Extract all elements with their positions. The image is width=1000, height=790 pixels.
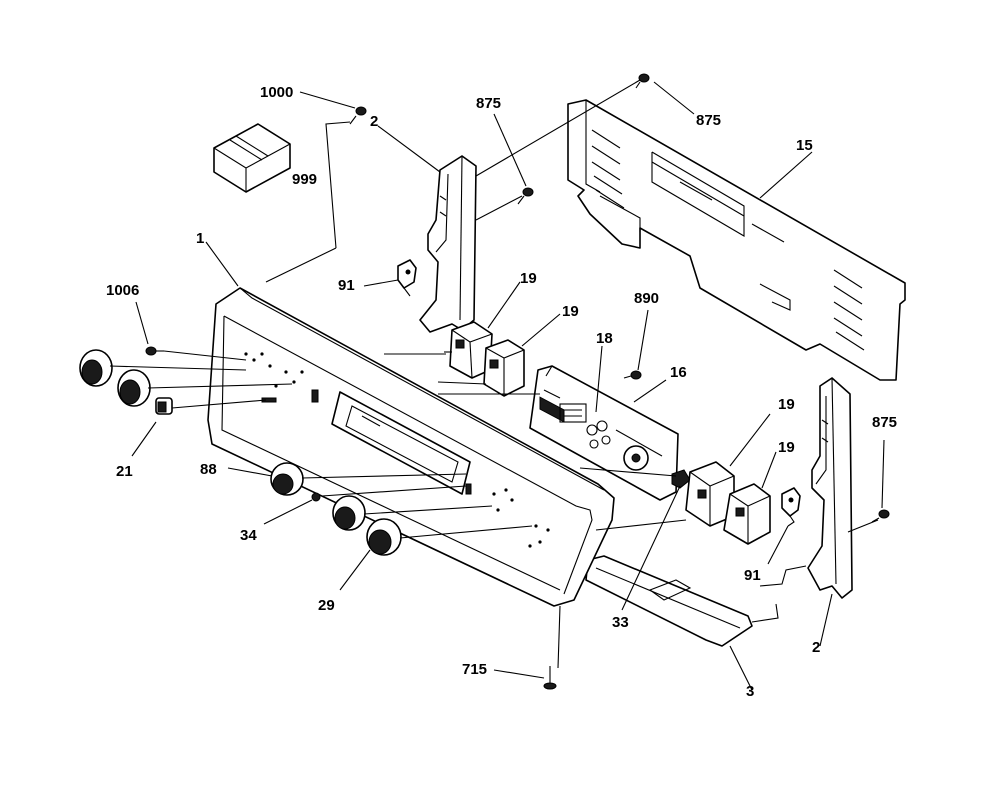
part-19-switch-b: [483, 339, 525, 397]
label-715: 715: [462, 661, 487, 678]
label-875-top: 875: [696, 112, 721, 129]
console-dial-markings-right: [465, 483, 550, 548]
label-21: 21: [116, 463, 133, 480]
assembly-leader-lines: [109, 79, 885, 691]
part-875-screw-top: [635, 73, 650, 89]
rear-panel-vents-left: [591, 129, 625, 209]
part-875-screw-middle: [517, 187, 534, 205]
part-3-bottom-trim: [585, 555, 753, 647]
label-19-c: 19: [778, 396, 795, 413]
part-890-screw: [623, 370, 642, 380]
label-2-right: 2: [812, 639, 820, 656]
knob-lower-middle: [332, 495, 366, 531]
label-34: 34: [240, 527, 257, 544]
label-33: 33: [612, 614, 629, 631]
part-number-labels: 1000 999 2 875 875 15 1 91 1006 19 19 89…: [106, 84, 897, 700]
part-19-switch-d: [723, 483, 771, 545]
part-1-console-panel: [207, 287, 615, 607]
part-715-screw: [543, 666, 557, 690]
part-1000-screw: [349, 106, 367, 125]
control-board-display: [559, 403, 587, 423]
part-999-box: [213, 123, 291, 193]
label-1: 1: [196, 230, 204, 247]
label-19-a: 19: [520, 270, 537, 287]
knob-upper-left: [79, 349, 113, 387]
part-2-end-bracket-right: [807, 377, 853, 599]
label-29: 29: [318, 597, 335, 614]
part-91-clip-left: [397, 259, 417, 297]
part-29-knob: [366, 518, 402, 556]
label-19-d: 19: [778, 439, 795, 456]
label-875-right: 875: [872, 414, 897, 431]
label-18: 18: [596, 330, 613, 347]
part-15-rear-panel: [567, 99, 906, 381]
part-2-end-bracket-left: [419, 155, 477, 333]
part-88-knob: [270, 462, 304, 496]
label-91-left: 91: [338, 277, 355, 294]
part-16-control-board: [529, 365, 679, 501]
part-1006-screw: [145, 346, 164, 356]
console-oven-window: [331, 391, 471, 495]
label-890: 890: [634, 290, 659, 307]
knob-lower-left: [117, 369, 151, 407]
part-33-connector: [671, 469, 691, 489]
label-875-middle: 875: [476, 95, 501, 112]
part-21-knob-small: [155, 397, 173, 415]
part-91-clip-right: [781, 487, 801, 527]
rear-panel-vents-right: [833, 269, 865, 351]
part-875-screw-right: [871, 509, 890, 523]
label-2-left: 2: [370, 113, 378, 130]
label-88: 88: [200, 461, 217, 478]
label-3: 3: [746, 683, 754, 700]
label-999: 999: [292, 171, 317, 188]
label-19-b: 19: [562, 303, 579, 320]
label-91-right: 91: [744, 567, 761, 584]
label-15: 15: [796, 137, 813, 154]
part-34-bushing: [311, 492, 321, 502]
label-16: 16: [670, 364, 687, 381]
label-1006: 1006: [106, 282, 139, 299]
label-1000: 1000: [260, 84, 293, 101]
